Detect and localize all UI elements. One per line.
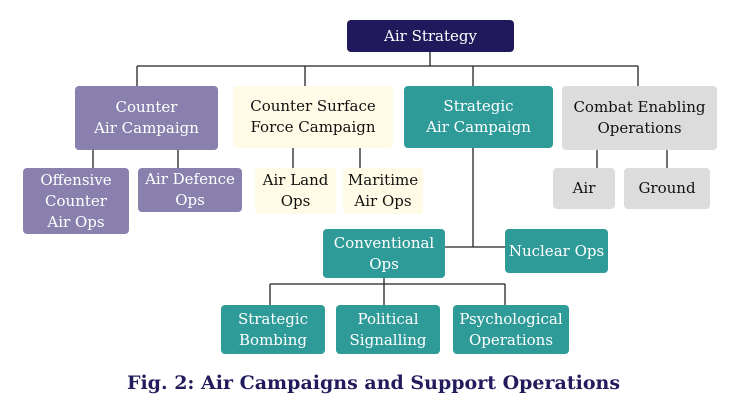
node-strategic-air-campaign: Strategic Air Campaign	[404, 86, 553, 148]
node-political-signalling: Political Signalling	[336, 305, 440, 354]
node-strategic-bombing: Strategic Bombing	[221, 305, 325, 354]
node-air-strategy: Air Strategy	[347, 20, 514, 52]
node-air-defence-ops: Air Defence Ops	[138, 168, 242, 212]
node-counter-surface-force-campaign: Counter Surface Force Campaign	[233, 86, 393, 148]
node-nuclear-ops: Nuclear Ops	[505, 229, 608, 273]
node-air-land-ops: Air Land Ops	[255, 168, 336, 214]
node-air: Air	[553, 168, 615, 209]
figure-caption: Fig. 2: Air Campaigns and Support Operat…	[126, 372, 621, 394]
node-conventional-ops: Conventional Ops	[323, 229, 445, 278]
node-ground: Ground	[624, 168, 710, 209]
node-counter-air-campaign: Counter Air Campaign	[75, 86, 218, 150]
node-psychological-operations: Psychological Operations	[453, 305, 569, 354]
node-combat-enabling-operations: Combat Enabling Operations	[562, 86, 717, 150]
node-maritime-air-ops: Maritime Air Ops	[343, 168, 423, 214]
node-offensive-counter-air-ops: Offensive Counter Air Ops	[23, 168, 129, 234]
